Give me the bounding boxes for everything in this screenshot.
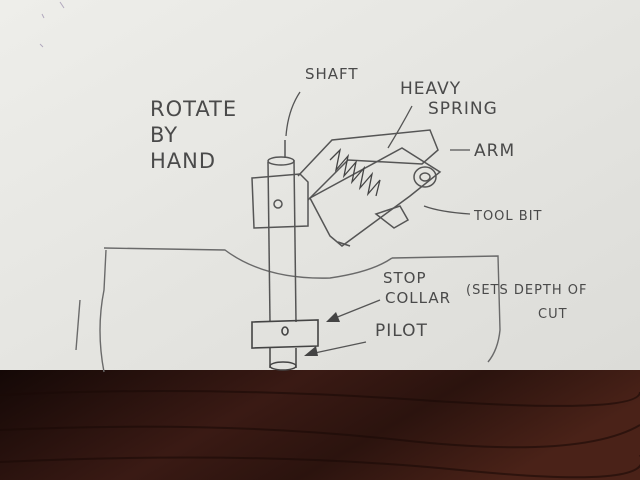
wood-grain bbox=[0, 390, 640, 479]
spring-drawing bbox=[329, 148, 381, 197]
tool-bit-label: TOOL BIT bbox=[473, 209, 542, 224]
pilot-label: PILOT bbox=[375, 321, 428, 341]
stop-collar-drawing bbox=[251, 319, 319, 349]
collar-label: COLLAR bbox=[385, 289, 451, 307]
paper-smudge bbox=[39, 1, 65, 48]
spring-label: SPRING bbox=[428, 99, 498, 119]
stop-label: STOP bbox=[383, 269, 427, 287]
workpiece-outline bbox=[75, 247, 501, 373]
rotate-label-line3: HAND bbox=[150, 149, 216, 173]
sets-depth-label-line2: CUT bbox=[538, 307, 568, 322]
table-surface bbox=[0, 370, 640, 480]
arm-drawing bbox=[297, 129, 442, 247]
paper-sheet bbox=[0, 0, 640, 372]
tool-bit-drawing bbox=[374, 205, 410, 229]
hub-block bbox=[251, 173, 309, 229]
shaft-drawing bbox=[267, 140, 297, 323]
heavy-label: HEAVY bbox=[400, 79, 461, 99]
shaft-label: SHAFT bbox=[305, 65, 359, 83]
rotate-label-line2: BY bbox=[150, 123, 178, 147]
arm-label: ARM bbox=[474, 141, 515, 161]
pilot-drawing bbox=[269, 348, 297, 371]
arrow-heads bbox=[304, 312, 340, 356]
rotate-label-line1: ROTATE bbox=[150, 97, 237, 121]
sets-depth-label-line1: (SETS DEPTH OF bbox=[466, 283, 588, 298]
leader-lines bbox=[285, 91, 471, 355]
